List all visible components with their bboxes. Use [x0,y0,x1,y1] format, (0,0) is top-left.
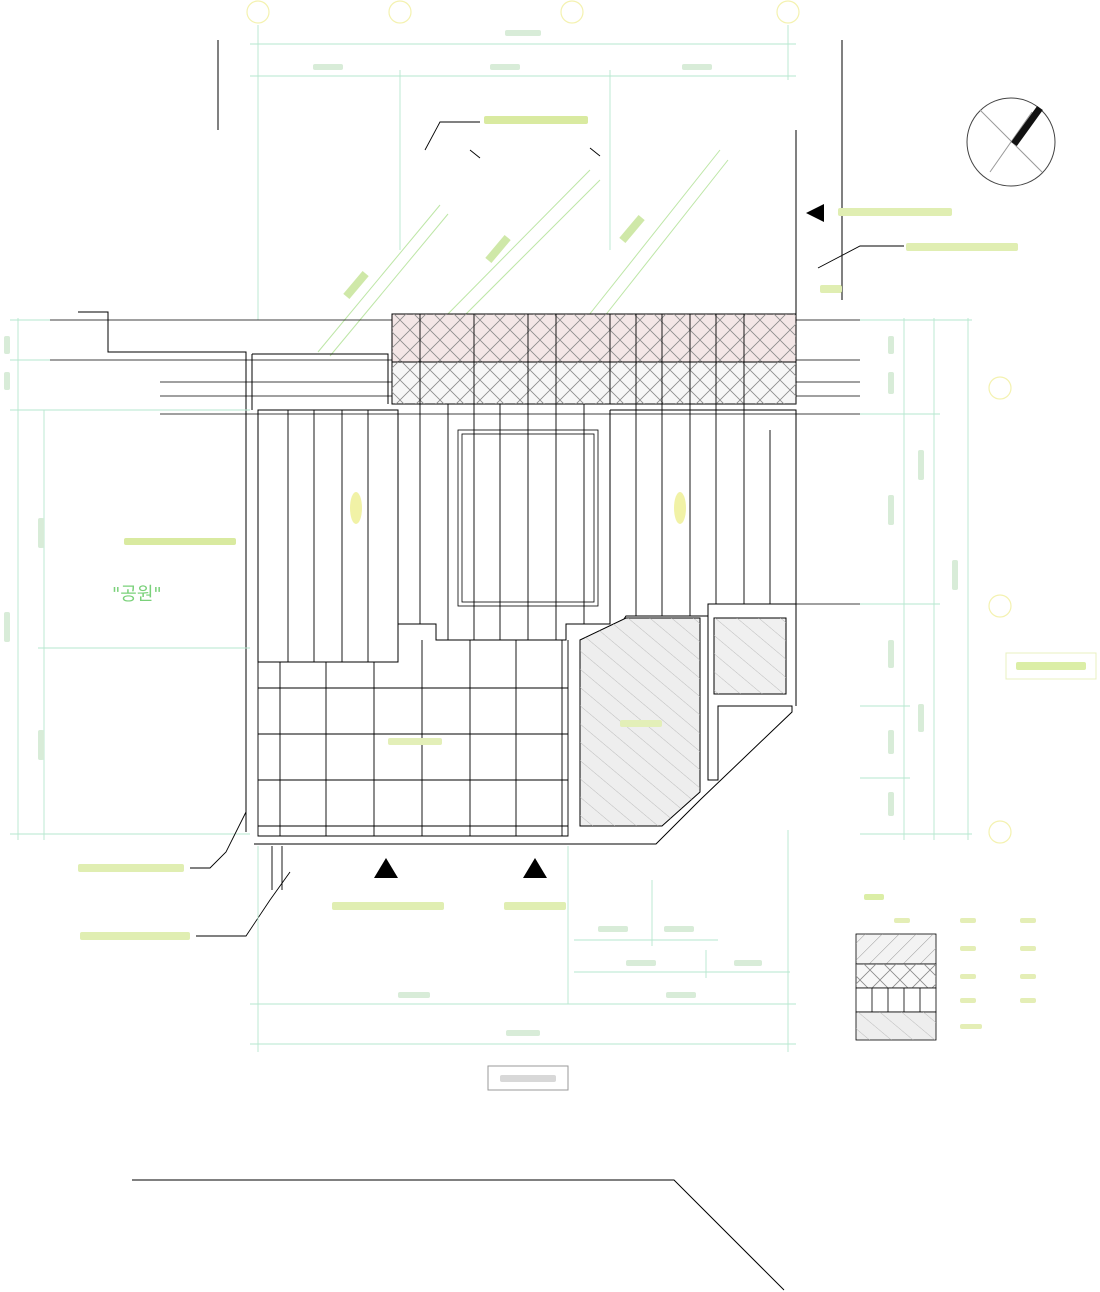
right-dimensions [860,318,972,840]
small-hatched-box [713,617,787,695]
frame-stubs [217,40,843,320]
inner-rectangle [457,429,599,607]
bottom-dimension-texts [398,926,762,1036]
north-arrow-icon [966,97,1056,187]
top-dimensions [250,25,796,320]
building-outline [257,409,797,663]
upper-leader [424,121,601,159]
road-edge [132,1179,785,1291]
site-boundary [78,311,389,832]
diagonal-dim-texts [343,214,645,300]
plaza-label [388,738,442,745]
entrance-triangle-icon [523,858,547,878]
lawn-label [620,720,662,727]
grid-bubble [776,0,800,24]
right-dimension-texts [888,336,958,816]
diagonal-markings [317,149,729,357]
right-grid-bubbles [988,376,1012,844]
entrance-leader-annotation [906,243,1018,251]
grid-bubble [560,0,584,24]
grid-bubble [988,594,1012,618]
park-label: "공원" [112,584,162,605]
zone-labels [350,492,686,524]
crosshatch-band [391,313,797,405]
grid-bubble [988,376,1012,400]
entrance-triangle-icon [374,858,398,878]
entrance-note-1 [332,902,444,910]
lower-right-outline [254,604,797,845]
left-dimension-texts [4,336,44,760]
entrance-note-2 [504,902,566,910]
top-dimension-texts [313,30,712,70]
entrance-leader [817,245,904,269]
crosshatch-dividers [419,314,745,404]
vertical-stripes [287,404,771,662]
legend-button-text [1016,662,1086,670]
grid-bubble [388,0,412,24]
bottom-leaders [190,811,291,937]
leader-note-1 [78,864,184,872]
legend-table [855,894,1036,1041]
entrance-triangle-icon [806,204,824,222]
small-note [820,285,842,293]
leader-note-2 [80,932,190,940]
park-small-label [124,538,236,545]
top-grid-bubbles [246,0,800,24]
grid-bubble [988,820,1012,844]
entrance-annotation [838,208,952,216]
drawing-title-text [500,1075,556,1082]
bottom-dimensions [250,830,796,1052]
left-dimensions [10,318,250,840]
grid-bubble [246,0,270,24]
upper-annotation [484,116,588,124]
